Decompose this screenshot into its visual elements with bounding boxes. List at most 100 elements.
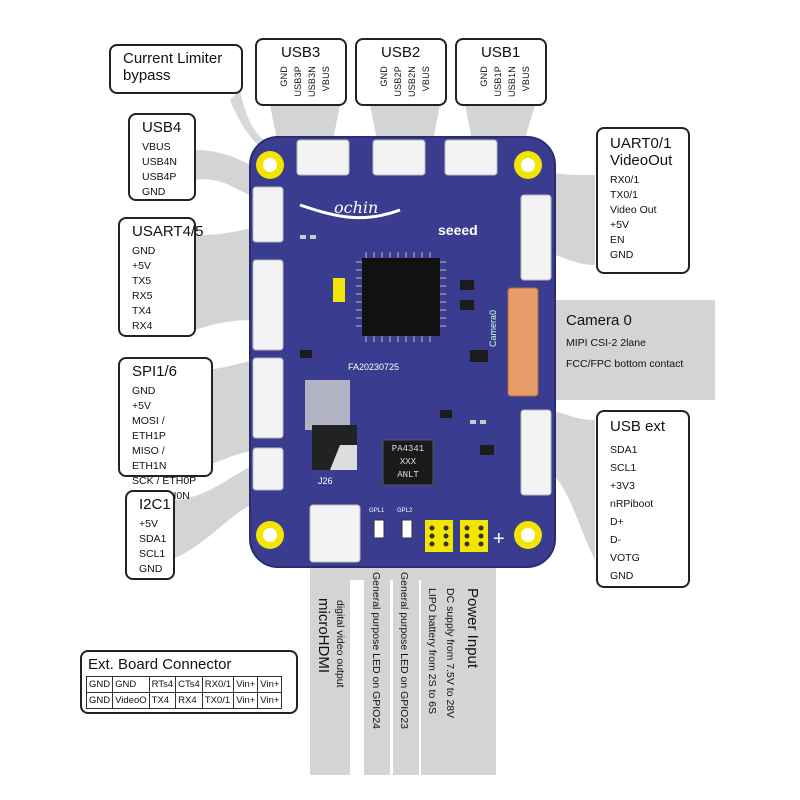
usb4-pin: VBUS <box>142 141 171 153</box>
camera0-label: Camera 0 MIPI CSI-2 2lane FCC/FPC bottom… <box>566 312 683 370</box>
usb2-pin-n: USB2N <box>407 66 417 98</box>
usb1-pin-vbus: VBUS <box>521 66 531 92</box>
pa4341-chip <box>382 439 434 486</box>
usb2-title: USB2 <box>381 44 421 61</box>
i2c1-title: I2C1 <box>139 496 171 513</box>
ext-cell: CTs4 <box>175 676 203 693</box>
usb4-pin: GND <box>142 186 166 198</box>
ext-board-title: Ext. Board Connector <box>88 656 232 673</box>
table-row: GND VideoO TX4 RX4 TX0/1 Vin+ Vin+ <box>85 692 283 709</box>
usb3-pin-n: USB3N <box>307 66 317 98</box>
ext-cell: Vin+ <box>257 676 283 693</box>
uart01-pin: +5V <box>610 219 629 231</box>
spi16-pin: GND <box>132 385 156 397</box>
i2c1-pin: GND <box>139 563 163 575</box>
table-row: GND GND RTs4 CTs4 RX0/1 Vin+ Vin+ <box>85 676 283 693</box>
usb2-box: USB2 VBUS USB2N USB2P GND <box>355 38 447 106</box>
ext-cell: Vin+ <box>257 692 283 709</box>
ext-cell: RX4 <box>175 692 203 709</box>
uart01-pin: EN <box>610 234 625 246</box>
spi16-pin: SCK / ETH0P <box>132 475 197 487</box>
camera0-line1: MIPI CSI-2 2lane <box>566 337 646 349</box>
usb1-pin-n: USB1N <box>507 66 517 98</box>
usb3-title: USB3 <box>281 44 321 61</box>
connectors <box>252 139 552 563</box>
microhdmi-title: microHDMI <box>315 598 332 673</box>
usb3-box: USB3 VBUS USB3N USB3P GND <box>255 38 347 106</box>
spi16-pin: MOSI / ETH1P <box>132 415 166 442</box>
camera0-line2: FCC/FPC bottom contact <box>566 358 684 370</box>
led2-silk: GPL2 <box>397 508 413 514</box>
chip-line3: ANLT <box>397 470 419 480</box>
led23-label: General purpose LED on GPIO23 <box>398 572 410 730</box>
usart45-pin: RX4 <box>132 320 153 332</box>
ext-cell: RTs4 <box>148 676 177 693</box>
usb1-box: USB1 VBUS USB1N USB1P GND <box>455 38 547 106</box>
spi16-pin: +5V <box>132 400 151 412</box>
led1-silk: GPL1 <box>369 508 385 514</box>
ext-cell: GND <box>85 692 114 709</box>
ext-board-table: GND GND RTs4 CTs4 RX0/1 Vin+ Vin+ GND Vi… <box>85 676 283 709</box>
spi16-pin: MISO / ETH1N <box>132 445 167 472</box>
usb4-pin: USB4N <box>142 156 178 168</box>
usart45-pin: TX4 <box>132 305 152 317</box>
uart01-box: UART0/1 VideoOut RX0/1 TX0/1 Video Out +… <box>596 127 690 274</box>
uart01-pin: TX0/1 <box>610 189 639 201</box>
ext-cell: TX0/1 <box>201 692 235 709</box>
usbext-pin: GND <box>610 570 634 582</box>
usart45-title: USART4/5 <box>132 223 204 240</box>
usart45-pin: GND <box>132 245 156 257</box>
usbext-pin: SCL1 <box>610 462 637 474</box>
usb4-pin: USB4P <box>142 171 177 183</box>
microhdmi-label: microHDMI <box>314 598 332 673</box>
brand-ochin: ochin <box>334 198 379 217</box>
uart01-title2: VideoOut <box>610 152 673 169</box>
uart01-pin: RX0/1 <box>610 174 640 186</box>
camera0-title: Camera 0 <box>566 312 632 329</box>
usb1-pin-p: USB1P <box>493 66 503 97</box>
usb2-pin-vbus: VBUS <box>421 66 431 92</box>
usb3-pin-gnd: GND <box>279 66 289 87</box>
microhdmi-subtext: digital video output <box>334 600 346 688</box>
usart45-pin: TX5 <box>132 275 152 287</box>
ext-cell: GND <box>112 676 150 693</box>
power-line2: LIPO battery from 2S to 6S <box>426 588 438 715</box>
chip-line2: XXX <box>399 457 417 467</box>
usart45-pin: +5V <box>132 260 151 272</box>
current-limiter-title2: bypass <box>123 67 171 84</box>
i2c1-pin: +5V <box>139 518 158 530</box>
uart01-title1: UART0/1 <box>610 135 672 152</box>
usb1-title: USB1 <box>481 44 521 61</box>
chip-line1: PA4341 <box>391 444 425 454</box>
usbext-pin: SDA1 <box>610 444 638 456</box>
ext-cell: Vin+ <box>233 692 259 709</box>
usb2-pin-p: USB2P <box>393 66 403 97</box>
current-limiter-title1: Current Limiter <box>123 50 223 67</box>
spi16-title: SPI1/6 <box>132 363 178 380</box>
usart45-box: USART4/5 GND +5V TX5 RX5 TX4 RX4 <box>118 217 204 337</box>
main-mcu <box>362 258 440 336</box>
ext-cell: TX4 <box>148 692 177 709</box>
usb2-pin-gnd: GND <box>379 66 389 87</box>
ext-cell: RX0/1 <box>201 676 235 693</box>
usbext-pin: nRPiboot <box>610 498 654 510</box>
i2c1-box: I2C1 +5V SDA1 SCL1 GND <box>125 490 175 580</box>
power-line1: DC supply from 7.5V to 28V <box>444 588 456 719</box>
ext-cell: Vin+ <box>233 676 259 693</box>
usb4-box: USB4 VBUS USB4N USB4P GND <box>128 113 196 201</box>
camera-silk: Camera0 <box>488 310 498 348</box>
spi16-box: SPI1/6 GND +5V MOSI / ETH1P MISO / ETH1N… <box>118 357 213 502</box>
usbext-title: USB ext <box>610 418 666 435</box>
usbext-pin: +3V3 <box>610 480 635 492</box>
i2c1-pin: SCL1 <box>139 548 166 560</box>
usbext-pin: D+ <box>610 516 624 528</box>
usb4-title: USB4 <box>142 119 182 136</box>
uart01-pin: GND <box>610 249 634 261</box>
usart45-pin: RX5 <box>132 290 153 302</box>
usbext-pin: D- <box>610 534 622 546</box>
ext-cell: VideoO <box>112 692 150 709</box>
uart01-pin: Video Out <box>610 204 657 216</box>
camera-fpc <box>507 287 539 397</box>
